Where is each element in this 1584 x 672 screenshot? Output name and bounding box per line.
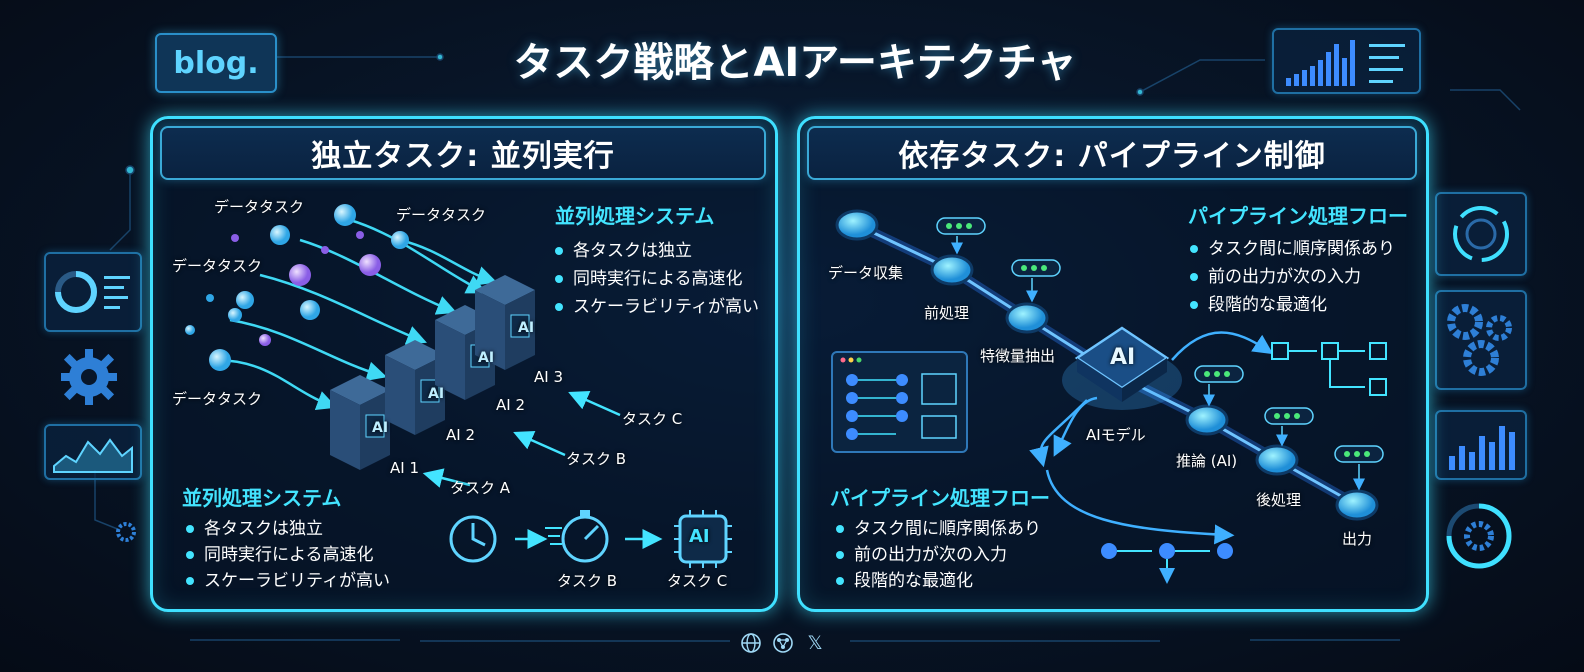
parallel-flow-lines: [214, 218, 498, 410]
node-label-collect: データ収集: [828, 264, 904, 282]
data-task-label: データタスク: [214, 198, 305, 216]
server-chip-label: AI: [428, 386, 445, 402]
pipeline-diagram: [831, 209, 1387, 600]
data-orbs: [185, 204, 409, 371]
mini-flow-top: [1271, 342, 1387, 396]
analytics-widget: [1272, 28, 1421, 94]
share-icon[interactable]: [772, 632, 794, 654]
line-chart-icon: [53, 438, 133, 473]
left-box-top-bullet: 各タスクは独立: [555, 236, 692, 261]
line-chart-widget: [44, 424, 142, 480]
server-label: AI 3: [534, 368, 563, 386]
right-box-bottom-bullet: 段階的な最適化: [836, 566, 973, 591]
mini-flow-bottom: [1101, 543, 1233, 578]
left-box-top-bullet: スケーラビリティが高い: [555, 292, 759, 317]
node-label-feature: 特徴量抽出: [980, 347, 1056, 365]
dashboard-widget: [44, 252, 142, 332]
right-box-bottom-heading: パイプライン処理フロー: [830, 486, 1050, 510]
data-task-label: データタスク: [396, 206, 487, 224]
task-arrows: [422, 390, 621, 488]
task-label-a: タスク A: [450, 479, 511, 497]
small-gear-icon: [116, 522, 136, 542]
flow-label-b: タスク B: [557, 572, 618, 590]
server-label: AI 1: [390, 459, 419, 477]
right-box-bottom-bullet: タスク間に順序関係あり: [836, 514, 1041, 539]
left-panel-title: 独立タスク: 並列実行: [160, 126, 766, 180]
flowchart-screen: [831, 351, 968, 453]
status-pills: [936, 217, 1384, 491]
parallel-diagram: [185, 204, 732, 568]
flow-label-c: タスク C: [667, 572, 728, 590]
right-box-top-bullet: 段階的な最適化: [1190, 290, 1327, 315]
ai-servers: [330, 275, 535, 470]
task-label-c: タスク C: [622, 410, 683, 428]
server-label: AI 2: [446, 426, 475, 444]
ai-chip-label: AI: [1110, 345, 1136, 370]
chip-label: AI: [689, 526, 710, 547]
right-box-bottom-bullet: 前の出力が次の入力: [836, 540, 1007, 565]
globe-icon[interactable]: [740, 632, 762, 654]
progress-ring-icon: [1446, 503, 1512, 569]
gear-icon: [61, 349, 117, 405]
task-label-b: タスク B: [566, 450, 627, 468]
right-box-top-heading: パイプライン処理フロー: [1188, 204, 1408, 228]
right-panel-title: 依存タスク: パイプライン制御: [807, 126, 1417, 180]
bars-widget: [1435, 410, 1527, 480]
server-chip-label: AI: [518, 320, 535, 336]
ai-model-chip: [1062, 326, 1182, 410]
left-box-bottom-bullet: 各タスクは独立: [186, 514, 323, 539]
bar-chart-icon: [1449, 426, 1515, 470]
data-task-label: データタスク: [172, 390, 263, 408]
radar-icon: [1453, 206, 1509, 262]
radar-widget: [1435, 192, 1527, 276]
node-label-preprocess: 前処理: [924, 304, 970, 322]
page-title: タスク戦略とAIアーキテクチャ: [513, 40, 1077, 86]
bar-chart-icon: [1286, 40, 1405, 86]
node-label-output: 出力: [1342, 530, 1373, 548]
data-task-label: データタスク: [172, 257, 263, 275]
logo-text: blog.: [173, 45, 259, 81]
left-box-bottom-bullet: 同時実行による高速化: [186, 540, 374, 565]
right-box-top-bullet: タスク間に順序関係あり: [1190, 234, 1395, 259]
gears-icon: [1447, 304, 1512, 376]
server-label: AI 2: [496, 396, 525, 414]
left-box-top-bullet: 同時実行による高速化: [555, 264, 743, 289]
gears-widget: [1435, 290, 1527, 390]
node-label-ai-model: AIモデル: [1086, 426, 1146, 444]
blog-logo[interactable]: blog.: [155, 33, 277, 93]
x-logo-icon[interactable]: 𝕏: [807, 632, 823, 654]
left-box-top-heading: 並列処理システム: [555, 204, 715, 228]
independent-task-panel: [150, 116, 778, 612]
left-box-bottom-heading: 並列処理システム: [182, 486, 342, 510]
speed-flow: [449, 510, 732, 568]
right-box-top-bullet: 前の出力が次の入力: [1190, 262, 1361, 287]
left-box-bottom-bullet: スケーラビリティが高い: [186, 566, 390, 591]
node-label-inference: 推論 (AI): [1176, 452, 1238, 470]
node-label-postprocess: 後処理: [1256, 491, 1302, 509]
server-chip-label: AI: [478, 350, 495, 366]
gauge-icon: [55, 271, 130, 313]
server-chip-label: AI: [372, 420, 389, 436]
pipeline-branches: [1029, 331, 1274, 545]
